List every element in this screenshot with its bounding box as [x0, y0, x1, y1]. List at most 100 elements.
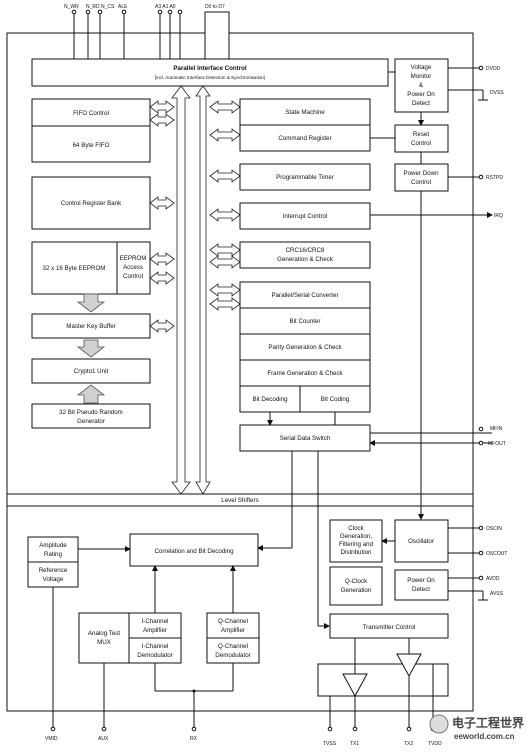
voltage-monitor-l3: Power On: [407, 91, 435, 98]
bit-counter: [239, 307, 371, 335]
pin-irq: IRQ: [494, 213, 503, 219]
q-clock-l1: Generation: [341, 587, 372, 594]
analog-mux-l1: MUX: [97, 639, 111, 646]
pin-ale: ALE: [118, 4, 128, 10]
power-on-detect-l0: Power On: [407, 577, 435, 584]
parallel-serial-converter: [239, 281, 371, 309]
voltage-monitor-l4: Detect: [412, 100, 430, 107]
master-key-buffer-label: Master Key Buffer: [66, 323, 115, 330]
pin-avss: AVSS: [490, 591, 504, 597]
left-bus-arrows: [149, 100, 175, 333]
q-clock-l0: Q-Clock: [345, 578, 368, 585]
reference-voltage: [27, 561, 79, 588]
pin-mfin: MFIN: [490, 426, 503, 432]
master-key-to-crypto-arrow: [76, 339, 106, 358]
bit-decoding: [239, 385, 301, 413]
i-amp-l1: Amplifier: [143, 627, 167, 634]
clock-gen-l3: Distribution: [341, 549, 373, 556]
right-bus-arrows: [209, 100, 241, 311]
chip-outline: [6, 32, 474, 712]
prng-l0: 32 Bit Pseudo Random: [59, 409, 123, 416]
eeprom-to-master-key-arrow: [76, 293, 106, 313]
bus-branch-right: [195, 85, 211, 495]
internal-data-bus: [171, 85, 191, 495]
crypto1-unit: [31, 358, 151, 384]
i-channel-amplifier: [128, 612, 182, 639]
eeprom-access-l2: Control: [123, 273, 143, 280]
pin-dvdd: DVDD: [486, 66, 501, 72]
voltage-monitor: [394, 58, 449, 113]
top-pins: N_WR N_RD N_CS ALE A3 A1 A0 D0 to D7: [64, 4, 230, 60]
prng-to-crypto-arrow: [76, 384, 106, 404]
power-on-detect-l1: Detect: [412, 586, 430, 593]
interrupt-control: [239, 202, 371, 230]
correlation-label: Correlation and Bit Decoding: [154, 548, 234, 555]
pin-n-rd: N_RD: [86, 4, 100, 10]
fifo-control-label: FIFO Control: [73, 110, 109, 117]
crc-l0: CRC16/CRC8: [286, 247, 325, 254]
power-down-l0: Power Down: [403, 170, 439, 177]
crypto1-label: Crypto1 Unit: [74, 368, 109, 375]
eeprom-access-l0: EEPROM: [120, 255, 147, 262]
fifo-label: 64 Byte FIFO: [73, 142, 110, 149]
parallel-serial-label: Parallel/Serial Converter: [271, 292, 338, 299]
power-down-control: [394, 163, 449, 192]
watermark-text: 电子工程世界: [452, 715, 524, 730]
voltage-monitor-l2: &: [419, 82, 424, 89]
watermark-url: eeworld.com.cn: [454, 732, 515, 741]
command-register: [239, 124, 371, 152]
parity-label: Parity Generation & Check: [268, 344, 342, 351]
programmable-timer-label: Programmable Timer: [276, 174, 334, 181]
parallel-interface-title: Parallel Interface Control: [173, 65, 247, 72]
crc-block: [239, 241, 371, 269]
interrupt-control-label: Interrupt Control: [283, 213, 328, 220]
prng-l1: Generator: [77, 418, 105, 425]
pin-aux: AUX: [98, 736, 109, 742]
reset-control: [394, 124, 449, 153]
serial-data-switch-label: Serial Data Switch: [280, 435, 331, 442]
tx-drivers: [317, 638, 449, 727]
right-pins: DVDD DVSS RSTPD IRQ MFIN MFOUT OSCIN OSC…: [448, 65, 507, 601]
pin-a3a0: A3 A1 A0: [155, 4, 176, 10]
transmitter-control: [329, 613, 449, 639]
reset-control-l0: Reset: [413, 131, 429, 138]
i-demod-l1: Demodulator: [137, 652, 172, 659]
analog-wires: [52, 565, 236, 727]
i-amp-l0: I-Channel: [142, 618, 169, 625]
q-clock-generation: [329, 566, 383, 606]
transmitter-control-label: Transmitter Control: [363, 624, 416, 631]
bottom-pins: VMID AUX RX TVSS TX1 TX2 TVDD: [45, 726, 442, 747]
internal-wires: [257, 71, 493, 629]
bit-coding-label: Bit Coding: [321, 396, 350, 403]
power-down-l1: Control: [411, 179, 431, 186]
clock-generation: [329, 519, 383, 563]
analog-test-mux: [78, 612, 130, 664]
q-channel-amplifier: [206, 612, 260, 639]
oscillator: [394, 519, 449, 563]
frame-block: [239, 359, 371, 387]
programmable-timer: [239, 163, 371, 191]
pin-tx1: TX1: [350, 741, 359, 747]
pin-oscout: OSCOUT: [486, 551, 507, 557]
serial-data-switch: [239, 424, 371, 452]
clock-gen-l2: Filtering and: [339, 541, 374, 548]
eeprom-access-l1: Access: [123, 264, 143, 271]
analog-mux-l0: Analog Test: [88, 630, 121, 637]
watermark: 电子工程世界 eeworld.com.cn: [429, 714, 524, 741]
q-amp-l0: Q-Channel: [218, 618, 248, 625]
crc-l1: Generation & Check: [277, 256, 334, 263]
reset-control-l1: Control: [411, 140, 431, 147]
voltage-monitor-l1: Monitor: [411, 73, 432, 80]
watermark-logo-icon: [429, 714, 449, 734]
clock-gen-l1: Generation,: [340, 533, 373, 540]
parallel-interface-sub: (incl. Automatic Interface Detection & S…: [155, 75, 266, 80]
pin-rx: RX: [190, 736, 198, 742]
reference-voltage-l1: Voltage: [43, 576, 64, 583]
eeprom: [31, 241, 151, 295]
state-machine-label: State Machine: [285, 109, 325, 116]
master-key-buffer: [31, 313, 151, 339]
bit-coding: [299, 385, 371, 413]
bit-counter-label: Bit Counter: [290, 318, 321, 325]
reference-voltage-l0: Reference: [39, 567, 68, 574]
